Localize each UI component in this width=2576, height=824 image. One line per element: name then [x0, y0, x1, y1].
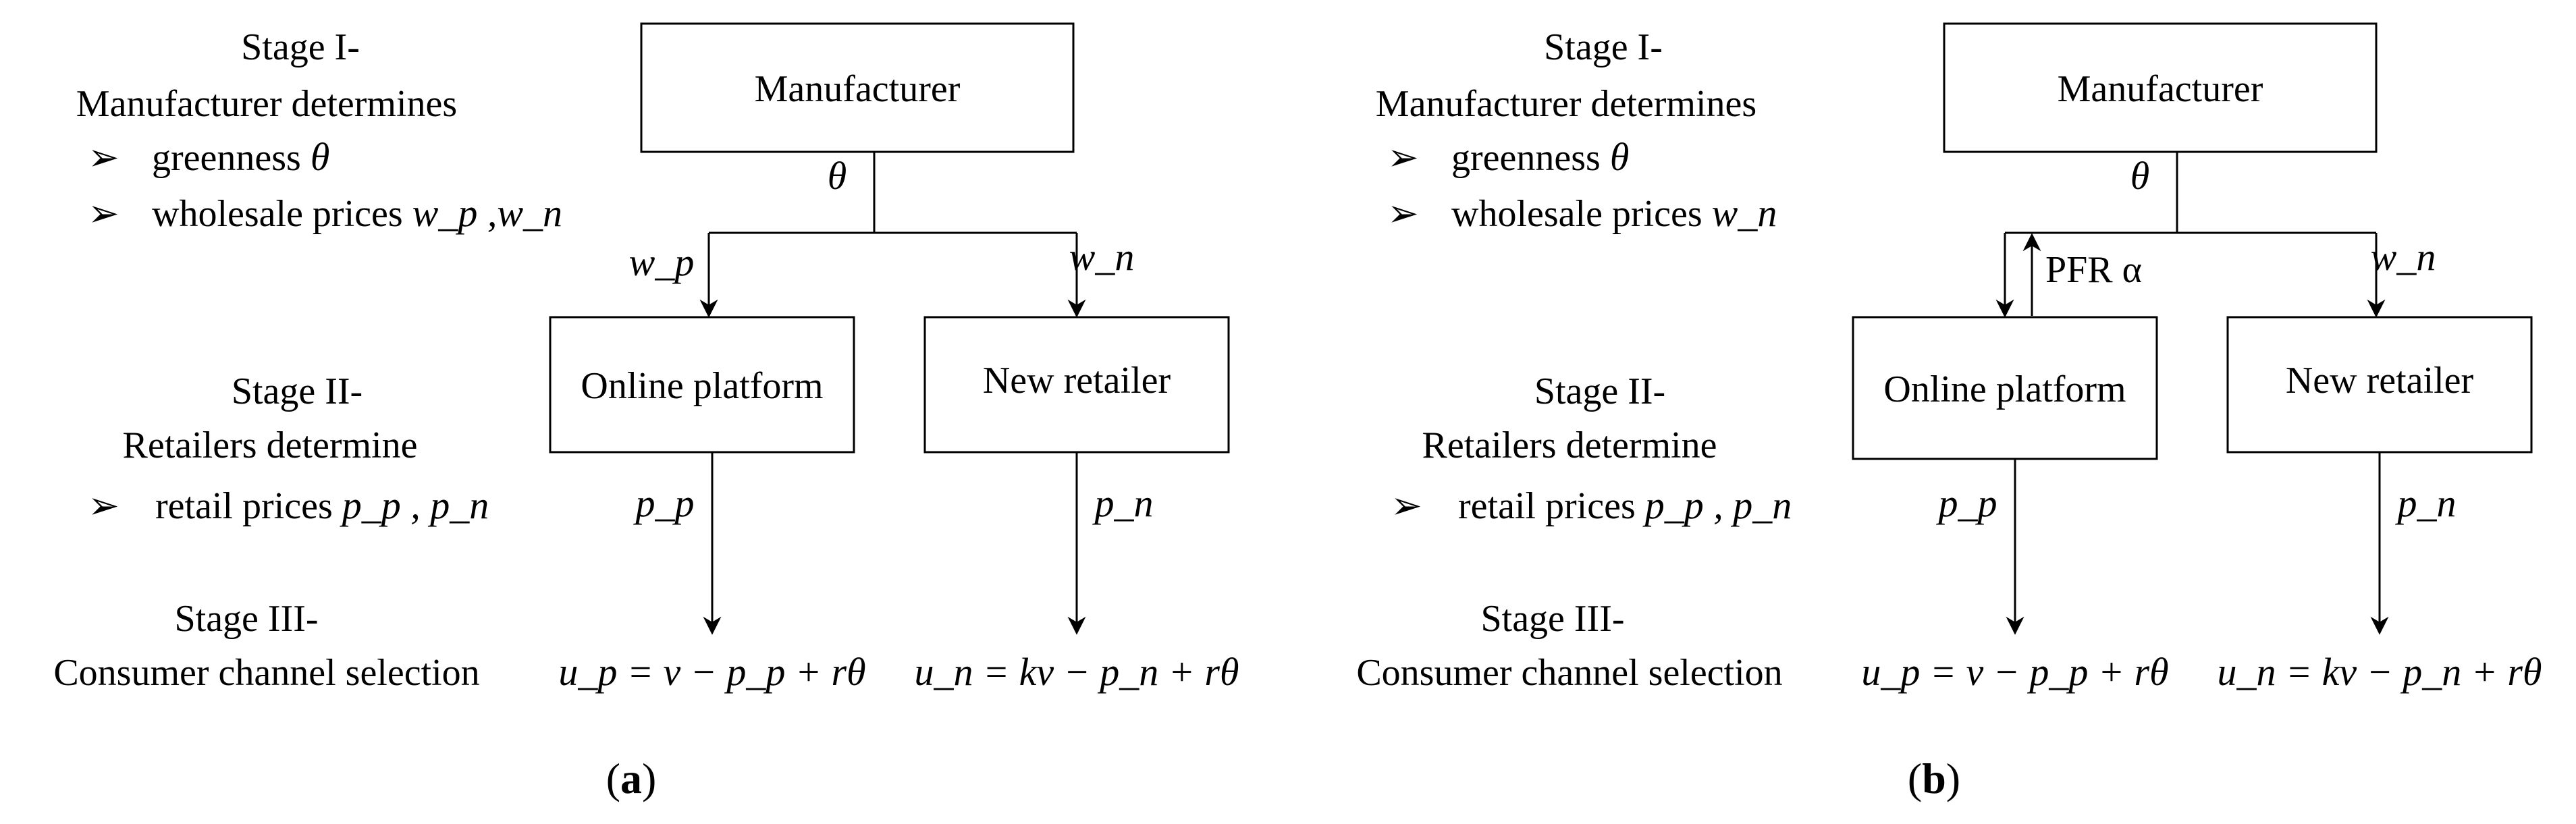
theta-var: θ — [1610, 135, 1630, 179]
new-retailer-label: New retailer — [2286, 360, 2474, 402]
pp-label: p_p — [1936, 481, 1997, 525]
manufacturer-label: Manufacturer — [2058, 68, 2263, 110]
retail-vars: p_p , p_n — [340, 483, 489, 527]
online-platform-label: Online platform — [581, 365, 823, 407]
stage1-subtitle: Manufacturer determines — [1376, 83, 1756, 125]
manufacturer-box — [1943, 22, 2378, 153]
wp-label: w_p — [629, 240, 695, 284]
bullet-arrow-icon: ➢ — [1387, 193, 1419, 235]
theta-var: θ — [311, 135, 330, 179]
stage3-subtitle: Consumer channel selection — [1356, 652, 1782, 694]
bullet-arrow-icon: ➢ — [1391, 485, 1422, 527]
wholesale-vars: w_p ,w_n — [412, 191, 562, 235]
wholesale-vars: w_n — [1712, 191, 1777, 235]
bullet-arrow-icon: ➢ — [88, 485, 119, 527]
new-retailer-box — [2226, 316, 2533, 454]
pfr-label: PFR α — [2045, 249, 2142, 291]
online-platform-label: Online platform — [1883, 368, 2126, 410]
online-platform-box — [1852, 316, 2158, 460]
bullet-greenness: greenness θ — [1451, 135, 1629, 179]
stage3-subtitle: Consumer channel selection — [53, 652, 479, 694]
theta-label: θ — [828, 154, 847, 198]
pp-label: p_p — [633, 481, 695, 525]
panel-caption-b: (b) — [1908, 754, 1960, 802]
utility-online: u_p = v − p_p + rθ — [558, 650, 865, 694]
panel-a: Stage I- Manufacturer determines ➢ green… — [53, 22, 1239, 802]
stage2-title: Stage II- — [1534, 370, 1665, 412]
stage1-title: Stage I- — [1544, 26, 1663, 68]
theta-label: θ — [2130, 154, 2150, 198]
stage2-title: Stage II- — [232, 370, 363, 412]
stage1-title: Stage I- — [241, 26, 360, 68]
utility-online: u_p = v − p_p + rθ — [1861, 650, 2168, 694]
bullet-arrow-icon: ➢ — [1387, 137, 1419, 179]
panel-caption-a: (a) — [606, 754, 657, 802]
wn-label: w_n — [2371, 235, 2436, 279]
bullet-arrow-icon: ➢ — [88, 137, 119, 179]
bullet-retail: retail prices p_p , p_n — [1458, 483, 1792, 527]
manufacturer-box — [640, 22, 1075, 153]
stage3-title: Stage III- — [174, 598, 318, 640]
bullet-wholesale: wholesale prices w_n — [1451, 191, 1777, 235]
stage3-title: Stage III- — [1480, 598, 1624, 640]
bullet-arrow-icon: ➢ — [88, 193, 119, 235]
utility-new-retailer: u_n = kv − p_n + rθ — [2218, 650, 2542, 694]
wn-label: w_n — [1069, 235, 1135, 279]
online-platform-box — [549, 316, 855, 454]
stage2-subtitle: Retailers determine — [123, 424, 418, 466]
bullet-wholesale: wholesale prices w_p ,w_n — [152, 191, 562, 235]
new-retailer-label: New retailer — [983, 360, 1171, 402]
panel-b: Stage I- Manufacturer determines ➢ green… — [1356, 22, 2542, 802]
bullet-retail: retail prices p_p , p_n — [155, 483, 489, 527]
stage1-subtitle: Manufacturer determines — [76, 83, 457, 125]
pn-label: p_n — [2395, 481, 2457, 525]
manufacturer-label: Manufacturer — [755, 68, 961, 110]
stage2-subtitle: Retailers determine — [1422, 424, 1717, 466]
pn-label: p_n — [1092, 481, 1154, 525]
retail-vars: p_p , p_n — [1642, 483, 1792, 527]
utility-new-retailer: u_n = kv − p_n + rθ — [915, 650, 1239, 694]
bullet-greenness: greenness θ — [152, 135, 329, 179]
